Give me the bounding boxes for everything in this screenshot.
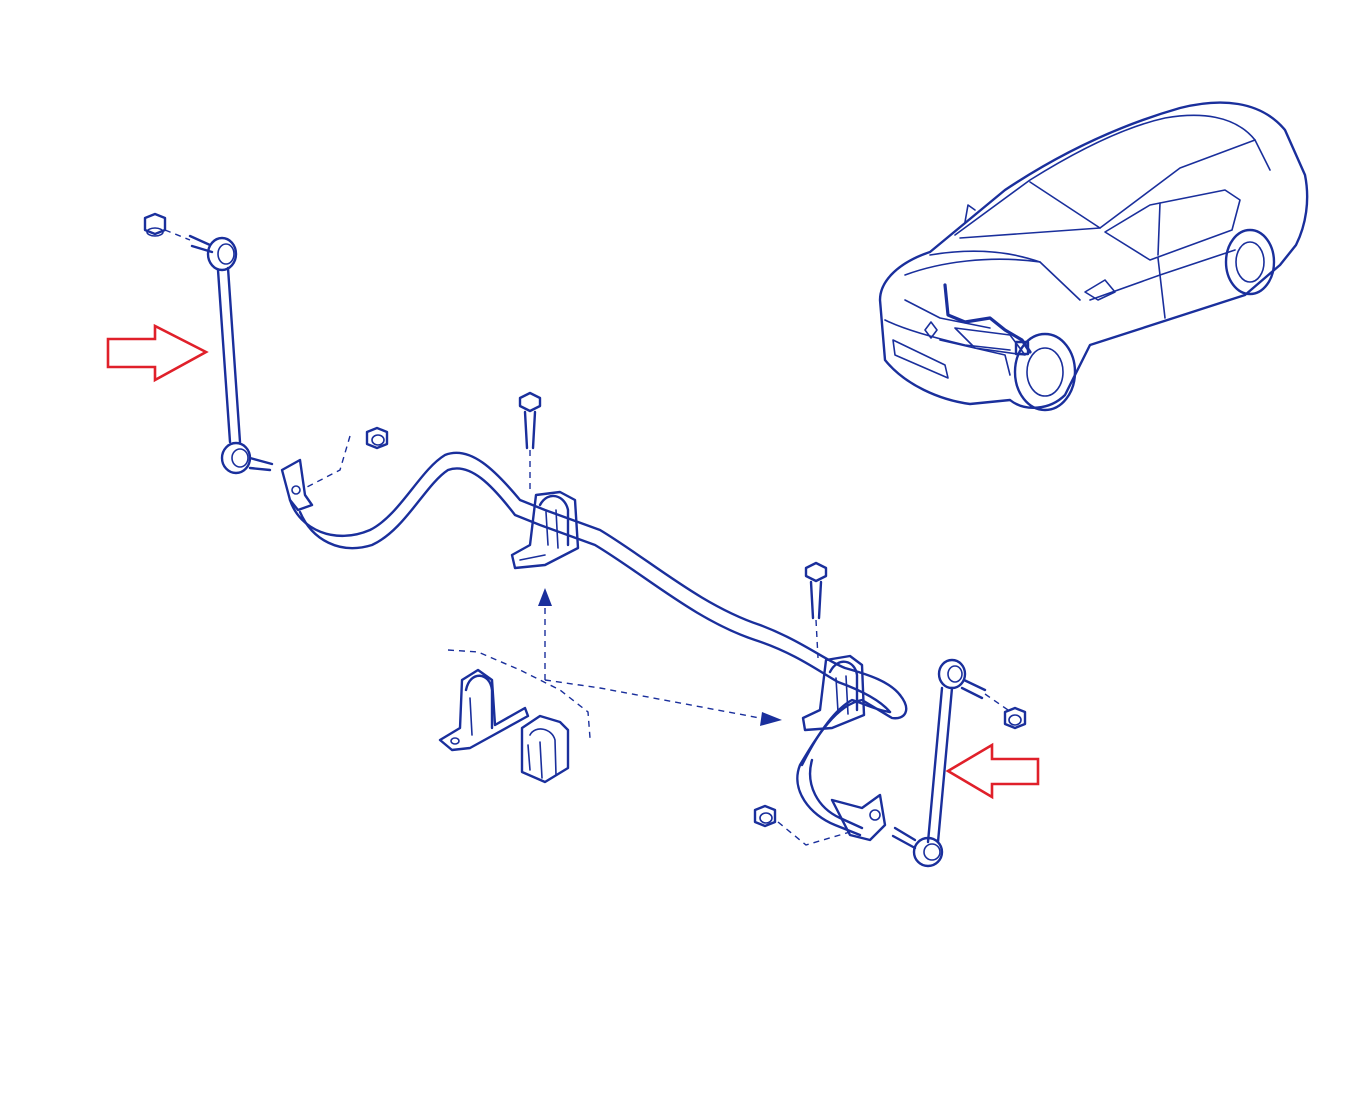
exploded-view-outline: [447, 649, 591, 739]
up-arrow-head: [538, 588, 552, 606]
rubber-bushing: [520, 714, 570, 784]
bushing-bracket: [438, 668, 530, 752]
right-bushing-assembly: [801, 561, 866, 732]
left-bar-nut: [304, 426, 389, 489]
left-highlight-arrow: [106, 323, 209, 383]
stabilizer-bar: [280, 451, 908, 842]
right-highlight-arrow: [945, 742, 1040, 800]
right-bar-nut: [753, 804, 851, 846]
right-arrow-head: [760, 712, 782, 726]
left-bushing-assembly: [510, 391, 580, 570]
vehicle-overview: [878, 101, 1309, 412]
right-link-rod: [891, 658, 1027, 868]
left-link-rod: [143, 212, 274, 475]
assembly-arrows: [538, 588, 782, 726]
